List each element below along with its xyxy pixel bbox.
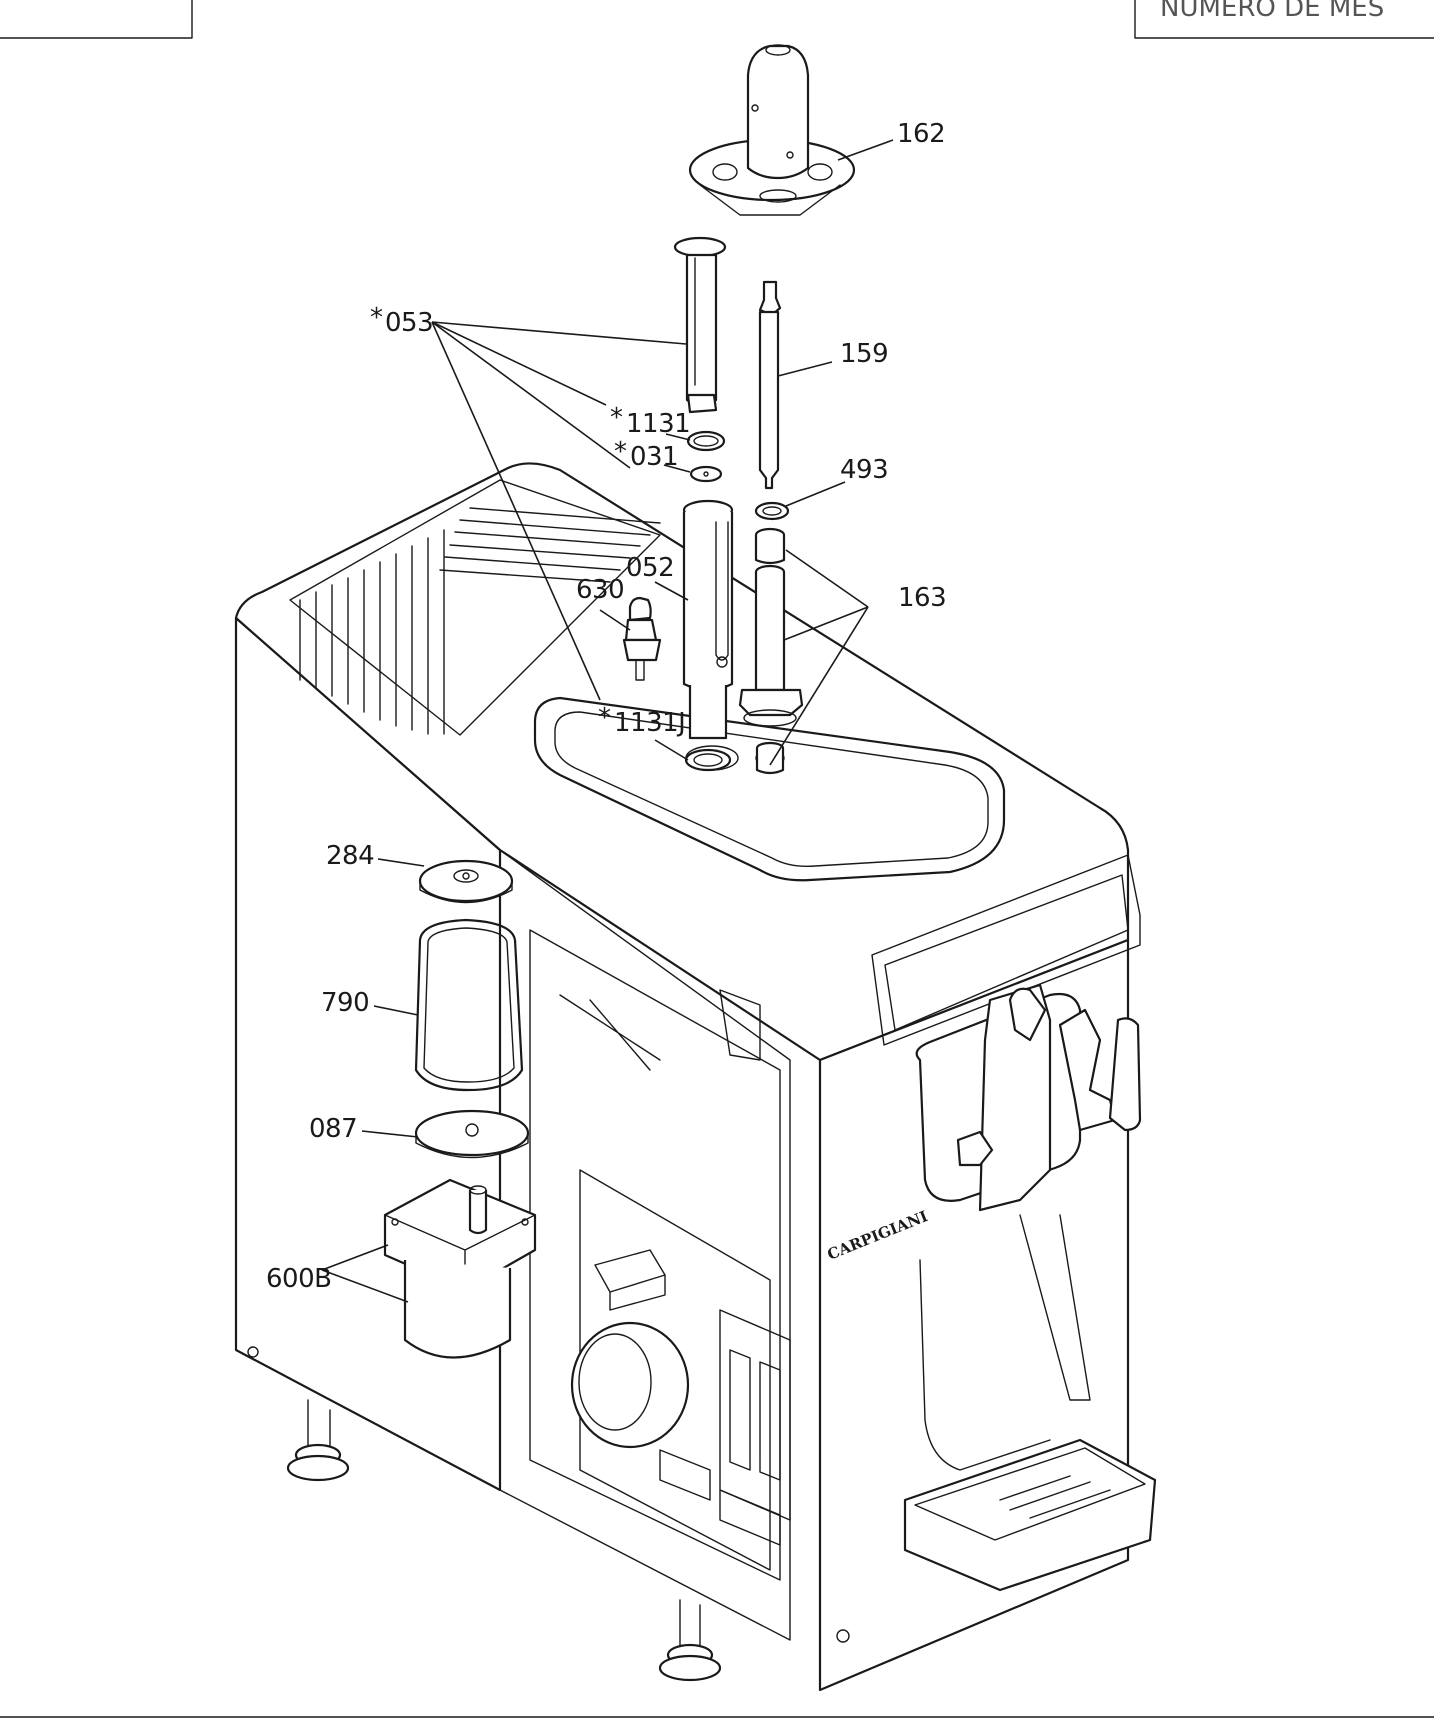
label-052: 052: [626, 553, 674, 583]
feet: [286, 1399, 722, 1682]
label-493: 493: [840, 455, 888, 485]
header-right-text: NÚMERO DE MES: [1160, 0, 1384, 23]
part-087-pulley: [414, 1109, 530, 1159]
label-053: 053: [385, 308, 433, 338]
label-163: 163: [898, 583, 946, 613]
part-031-washer: [689, 465, 723, 483]
asterisk-031: *: [614, 437, 627, 467]
label-790: 790: [321, 988, 369, 1018]
part-1131-oring: [686, 430, 726, 452]
leader-lines: [321, 139, 894, 1303]
header-right-box: NÚMERO DE MES: [1134, 0, 1434, 39]
circuit-board: [659, 1309, 791, 1546]
part-159-shaft: [758, 280, 782, 490]
part-284-pulley: [418, 859, 514, 904]
compressor: [570, 1321, 690, 1449]
vent-grille: [299, 507, 661, 735]
label-284: 284: [326, 841, 374, 871]
label-162: 162: [897, 119, 945, 149]
label-159: 159: [840, 339, 888, 369]
part-053-pump-tube: [673, 236, 727, 414]
label-031: 031: [630, 442, 678, 472]
part-790-belt: [414, 918, 524, 1092]
label-1131: 1131: [626, 409, 690, 439]
part-162-lid: [688, 44, 856, 216]
label-1131J: 1131J: [614, 708, 685, 738]
asterisk-053: *: [370, 303, 383, 333]
machine-body: CARPIGIANI: [234, 462, 1141, 1692]
callout-labels: 162 * 053 159 * 1131 * 031 493 052 163 6…: [266, 119, 947, 1294]
header-left-box: [0, 0, 193, 39]
part-163-bushings: [738, 527, 804, 775]
part-493-bearing: [754, 501, 790, 521]
part-630-valve: [622, 596, 662, 681]
label-600B: 600B: [266, 1264, 331, 1294]
dispenser-head: [903, 983, 1157, 1592]
asterisk-1131J: *: [598, 703, 611, 733]
part-1131J-ring: [684, 748, 732, 772]
label-087: 087: [309, 1114, 357, 1144]
asterisk-1131: *: [610, 403, 623, 433]
part-052-cylinder: [682, 499, 734, 740]
part-600B-motor: [383, 1178, 537, 1359]
label-630: 630: [576, 575, 624, 605]
